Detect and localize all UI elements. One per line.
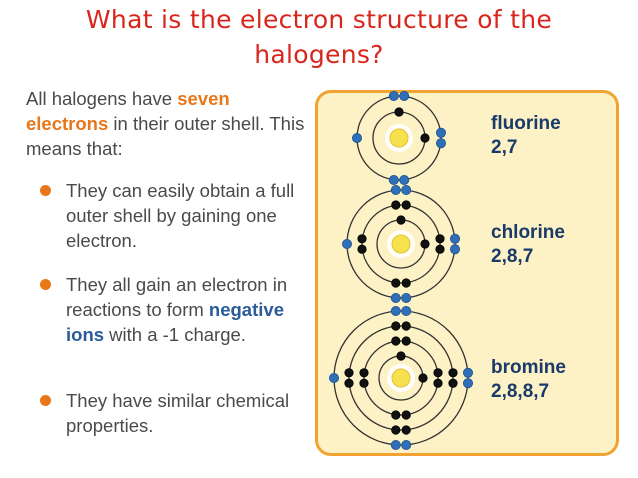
bullet-dot-icon (40, 279, 51, 290)
bullet-text: with a -1 charge. (104, 324, 246, 345)
valence-electron-icon (449, 244, 460, 255)
valence-electron-icon (328, 372, 339, 383)
valence-electron-icon (390, 305, 401, 316)
valence-electron-icon (462, 367, 473, 378)
electron-icon (391, 321, 401, 331)
negative-ions-highlight: negative ions (66, 299, 284, 345)
valence-electron-icon (435, 127, 446, 138)
electron-shell-ring (348, 325, 454, 431)
valence-electron-icon (401, 292, 412, 303)
valence-electron-icon (401, 184, 412, 195)
electron-icon (344, 368, 354, 378)
atom-diagram-panel (315, 90, 619, 456)
electron-icon (396, 351, 406, 361)
slide-title-line-2: halogens? (254, 40, 384, 69)
valence-electron-icon (388, 91, 399, 102)
valence-electron-icon (401, 439, 412, 450)
electron-icon (391, 425, 401, 435)
nucleus-icon (391, 234, 411, 254)
electron-icon (435, 234, 445, 244)
electron-icon (401, 425, 411, 435)
electron-icon (401, 321, 411, 331)
electron-icon (420, 239, 430, 249)
valence-electron-icon (449, 233, 460, 244)
valence-electron-icon (462, 378, 473, 389)
electron-shell-ring (363, 340, 439, 416)
chlorine-label: chlorine 2,8,7 (491, 221, 611, 269)
bullet-item: They all gain an electron in reactions t… (40, 272, 315, 347)
intro-paragraph: All halogens have seven electrons in the… (26, 86, 316, 161)
electron-config: 2,8,8,7 (491, 381, 550, 402)
nucleus-icon (389, 128, 409, 148)
electron-shell-ring (361, 204, 441, 284)
electron-icon (401, 410, 411, 420)
bullet-text: They all gain an electron in reactions t… (66, 274, 288, 320)
electron-icon (357, 234, 367, 244)
electron-icon (359, 378, 369, 388)
electron-icon (391, 278, 401, 288)
intro-text-2: in their outer shell. This means that: (26, 113, 305, 159)
valence-electron-icon (435, 138, 446, 149)
electron-icon (401, 336, 411, 346)
electron-icon (391, 336, 401, 346)
electron-icon (435, 244, 445, 254)
bullet-text: They can easily obtain a full outer shel… (66, 180, 295, 251)
element-name: chlorine (491, 222, 565, 243)
electron-icon (448, 378, 458, 388)
element-name: bromine (491, 357, 566, 378)
electron-config: 2,8,7 (491, 246, 534, 267)
bullet-item: They can easily obtain a full outer shel… (40, 178, 315, 253)
valence-electron-icon (341, 238, 352, 249)
valence-electron-icon (401, 305, 412, 316)
nucleus-icon (391, 368, 411, 388)
valence-electron-icon (390, 292, 401, 303)
element-name: fluorine (491, 113, 561, 134)
bullet-list: They can easily obtain a full outer shel… (40, 178, 315, 438)
electron-icon (433, 378, 443, 388)
valence-electron-icon (399, 91, 410, 102)
bullet-text: They have similar chemical properties. (66, 390, 290, 436)
electron-icon (396, 215, 406, 225)
slide-title-line-1: What is the electron structure of the (85, 5, 553, 34)
bullet-dot-icon (40, 185, 51, 196)
electron-icon (420, 133, 430, 143)
slide-title: What is the electron structure of the ha… (0, 2, 638, 72)
electron-icon (344, 378, 354, 388)
electron-icon (357, 244, 367, 254)
electron-icon (401, 200, 411, 210)
bullet-item: They have similar chemical properties. (40, 388, 315, 438)
electron-config: 2,7 (491, 137, 518, 158)
bullet-dot-icon (40, 395, 51, 406)
bromine-label: bromine 2,8,8,7 (491, 356, 611, 404)
electron-icon (433, 368, 443, 378)
electron-icon (391, 410, 401, 420)
electron-icon (359, 368, 369, 378)
valence-electron-icon (388, 174, 399, 185)
electron-icon (448, 368, 458, 378)
valence-electron-icon (351, 132, 362, 143)
intro-text-1: All halogens have (26, 88, 178, 109)
electron-icon (391, 200, 401, 210)
electron-icon (394, 107, 404, 117)
electron-icon (401, 278, 411, 288)
valence-electron-icon (390, 439, 401, 450)
electron-icon (418, 373, 428, 383)
valence-electron-icon (390, 184, 401, 195)
fluorine-label: fluorine 2,7 (491, 112, 611, 160)
seven-electrons-highlight: seven electrons (26, 88, 230, 134)
valence-electron-icon (399, 174, 410, 185)
